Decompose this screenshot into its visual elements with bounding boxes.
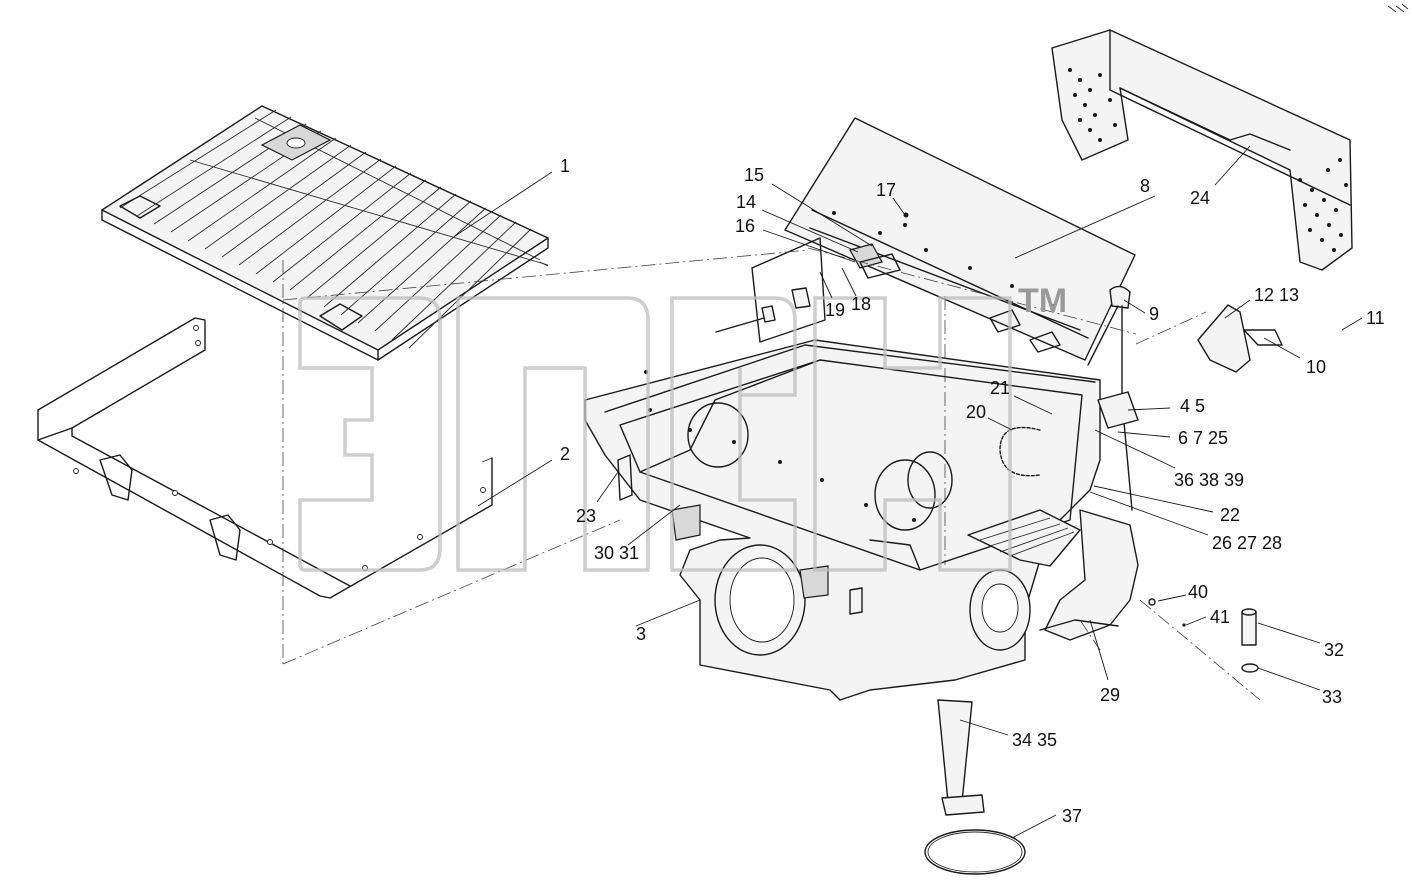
callout-15: 15 bbox=[744, 165, 764, 185]
callout-32: 32 bbox=[1324, 640, 1344, 660]
callout-9: 9 bbox=[1149, 304, 1159, 324]
callout-16: 16 bbox=[735, 216, 755, 236]
callout-18: 18 bbox=[851, 294, 871, 314]
callout-17: 17 bbox=[876, 180, 896, 200]
callout-33: 33 bbox=[1322, 687, 1342, 707]
bracket-part bbox=[1197, 304, 1283, 373]
pipe-part bbox=[937, 699, 985, 816]
callout-8: 8 bbox=[1140, 176, 1150, 196]
assembly-centerlines bbox=[282, 247, 1261, 701]
callout-29: 29 bbox=[1100, 685, 1120, 705]
callout-23: 23 bbox=[576, 506, 596, 526]
bolt-part bbox=[1148, 598, 1259, 673]
callout-2: 2 bbox=[560, 444, 570, 464]
cover-part bbox=[1051, 29, 1353, 271]
housing-part bbox=[584, 339, 1101, 701]
callout-12-13: 12 13 bbox=[1254, 285, 1299, 305]
callout-14: 14 bbox=[736, 192, 756, 212]
lid-part bbox=[784, 117, 1136, 361]
callout-24: 24 bbox=[1190, 188, 1210, 208]
corner-mark bbox=[1387, 3, 1409, 13]
callout-30-31: 30 31 bbox=[594, 543, 639, 563]
callout-21: 21 bbox=[990, 378, 1010, 398]
chain-part bbox=[999, 426, 1041, 477]
frame-part bbox=[37, 317, 493, 599]
callout-6-7-25: 6 7 25 bbox=[1178, 428, 1228, 448]
o-ring-part bbox=[924, 829, 1026, 875]
callout-1: 1 bbox=[560, 156, 570, 176]
grating-part bbox=[101, 105, 549, 361]
callout-20: 20 bbox=[966, 402, 986, 422]
watermark-trademark: TM bbox=[1018, 282, 1067, 320]
callout-4-5: 4 5 bbox=[1180, 396, 1205, 416]
callout-19: 19 bbox=[825, 300, 845, 320]
leader-lines bbox=[454, 145, 1363, 839]
hinge-bolts bbox=[715, 212, 909, 343]
callout-26-27-28: 26 27 28 bbox=[1212, 533, 1282, 553]
callout-41: 41 bbox=[1210, 607, 1230, 627]
callout-34-35: 34 35 bbox=[1012, 730, 1057, 750]
callout-10: 10 bbox=[1306, 357, 1326, 377]
callout-3: 3 bbox=[636, 624, 646, 644]
watermark-logo: TM bbox=[298, 282, 1067, 572]
lever-part bbox=[1087, 285, 1139, 511]
callout-40: 40 bbox=[1188, 582, 1208, 602]
callout-numbers: 1 2 3 4 5 6 7 25 8 9 10 11 12 13 14 15 1… bbox=[560, 156, 1385, 826]
callout-36-38-39: 36 38 39 bbox=[1174, 470, 1244, 490]
callout-22: 22 bbox=[1220, 505, 1240, 525]
callout-37: 37 bbox=[1062, 806, 1082, 826]
callout-11: 11 bbox=[1366, 308, 1385, 328]
